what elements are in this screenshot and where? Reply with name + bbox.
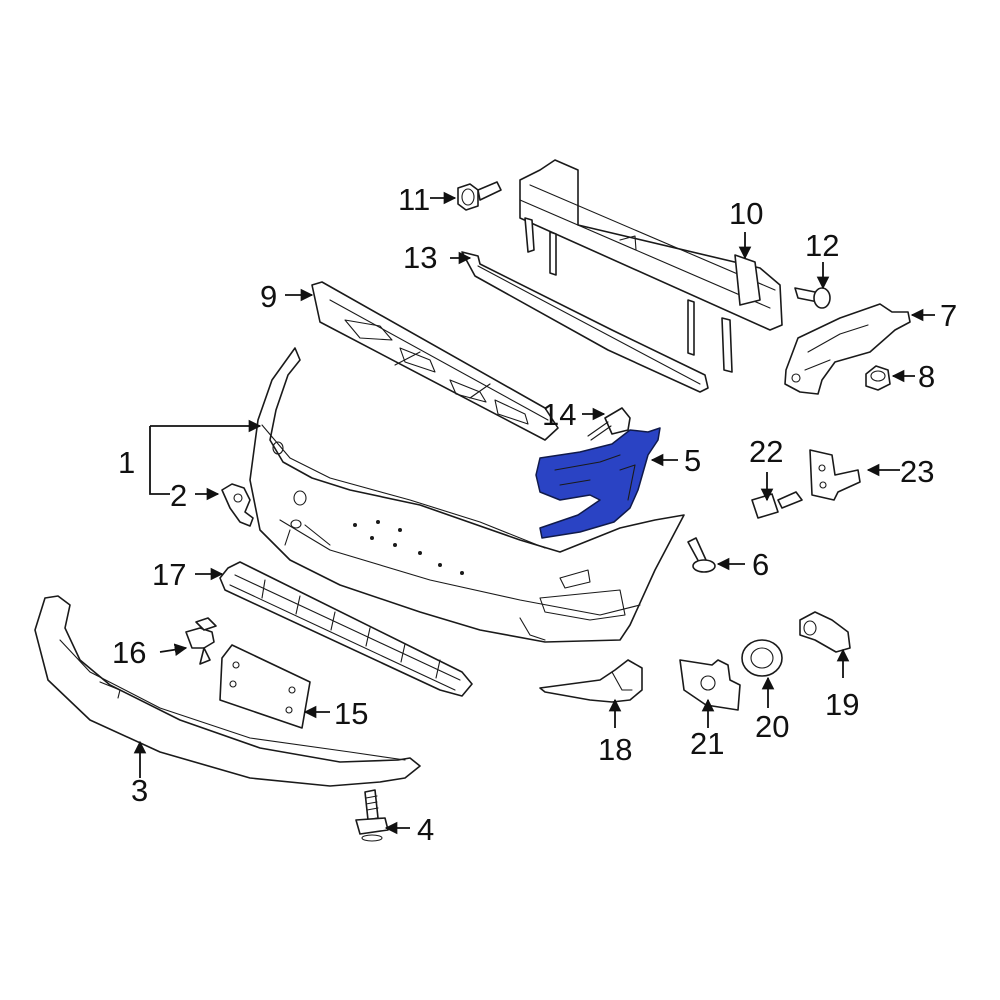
- part-8-clip-nut[interactable]: [865, 365, 891, 391]
- part-13-energy-absorber-strip[interactable]: [461, 251, 709, 393]
- callout-20[interactable]: 20: [755, 709, 789, 744]
- part-16-push-clip[interactable]: [185, 617, 217, 665]
- part-2-clip[interactable]: [221, 483, 254, 527]
- callout-19[interactable]: 19: [825, 687, 859, 722]
- callout-16[interactable]: 16: [112, 635, 146, 670]
- callout-17[interactable]: 17: [152, 557, 186, 592]
- callout-5[interactable]: 5: [684, 443, 701, 478]
- callout-11[interactable]: 11: [398, 182, 430, 217]
- part-3-lower-spoiler[interactable]: [34, 595, 421, 787]
- part-10-reinforcement-beam[interactable]: [519, 159, 783, 373]
- callout-21[interactable]: 21: [690, 726, 724, 761]
- callout-7[interactable]: 7: [940, 298, 957, 333]
- callout-18[interactable]: 18: [598, 732, 632, 767]
- callout-9[interactable]: 9: [260, 279, 277, 314]
- part-21-sensor-bracket[interactable]: [679, 659, 741, 711]
- callout-8[interactable]: 8: [918, 359, 935, 394]
- callout-13[interactable]: 13: [403, 240, 437, 275]
- leader-lines: [133, 191, 935, 835]
- part-1-bumper-cover[interactable]: [249, 347, 685, 643]
- callout-12[interactable]: 12: [805, 228, 839, 263]
- callout-3[interactable]: 3: [131, 773, 148, 808]
- callout-23[interactable]: 23: [900, 454, 934, 489]
- part-23-mount-bracket[interactable]: [809, 449, 861, 501]
- callout-6[interactable]: 6: [752, 547, 769, 582]
- part-11-bolt[interactable]: [457, 181, 502, 211]
- part-15-license-plate-bracket[interactable]: [219, 644, 311, 729]
- callout-2[interactable]: 2: [170, 478, 187, 513]
- callout-14[interactable]: 14: [542, 397, 576, 432]
- part-9-energy-absorber[interactable]: [311, 281, 559, 441]
- part-4-screw[interactable]: [355, 789, 389, 842]
- part-20-grommet[interactable]: [741, 639, 783, 677]
- part-12-pin[interactable]: [794, 287, 831, 309]
- part-14-push-rivet[interactable]: [587, 407, 631, 441]
- callout-22[interactable]: 22: [749, 434, 783, 469]
- part-7-bracket[interactable]: [784, 303, 911, 395]
- callout-4[interactable]: 4: [417, 812, 434, 847]
- part-17-lower-grille[interactable]: [219, 561, 473, 697]
- callout-1[interactable]: 1: [118, 445, 135, 480]
- part-18-trim-molding[interactable]: [539, 659, 643, 703]
- part-19-parking-sensor[interactable]: [799, 611, 851, 653]
- callout-labels: 11 10 13 12 9 7 8 14 1 2 5 22 23 6 17 16…: [112, 182, 957, 847]
- part-6-push-pin[interactable]: [687, 537, 716, 573]
- callout-10[interactable]: 10: [729, 196, 763, 231]
- callout-15[interactable]: 15: [334, 696, 368, 731]
- part-22-sensor[interactable]: [751, 491, 803, 519]
- part-5-guide-bracket[interactable]: [535, 427, 661, 539]
